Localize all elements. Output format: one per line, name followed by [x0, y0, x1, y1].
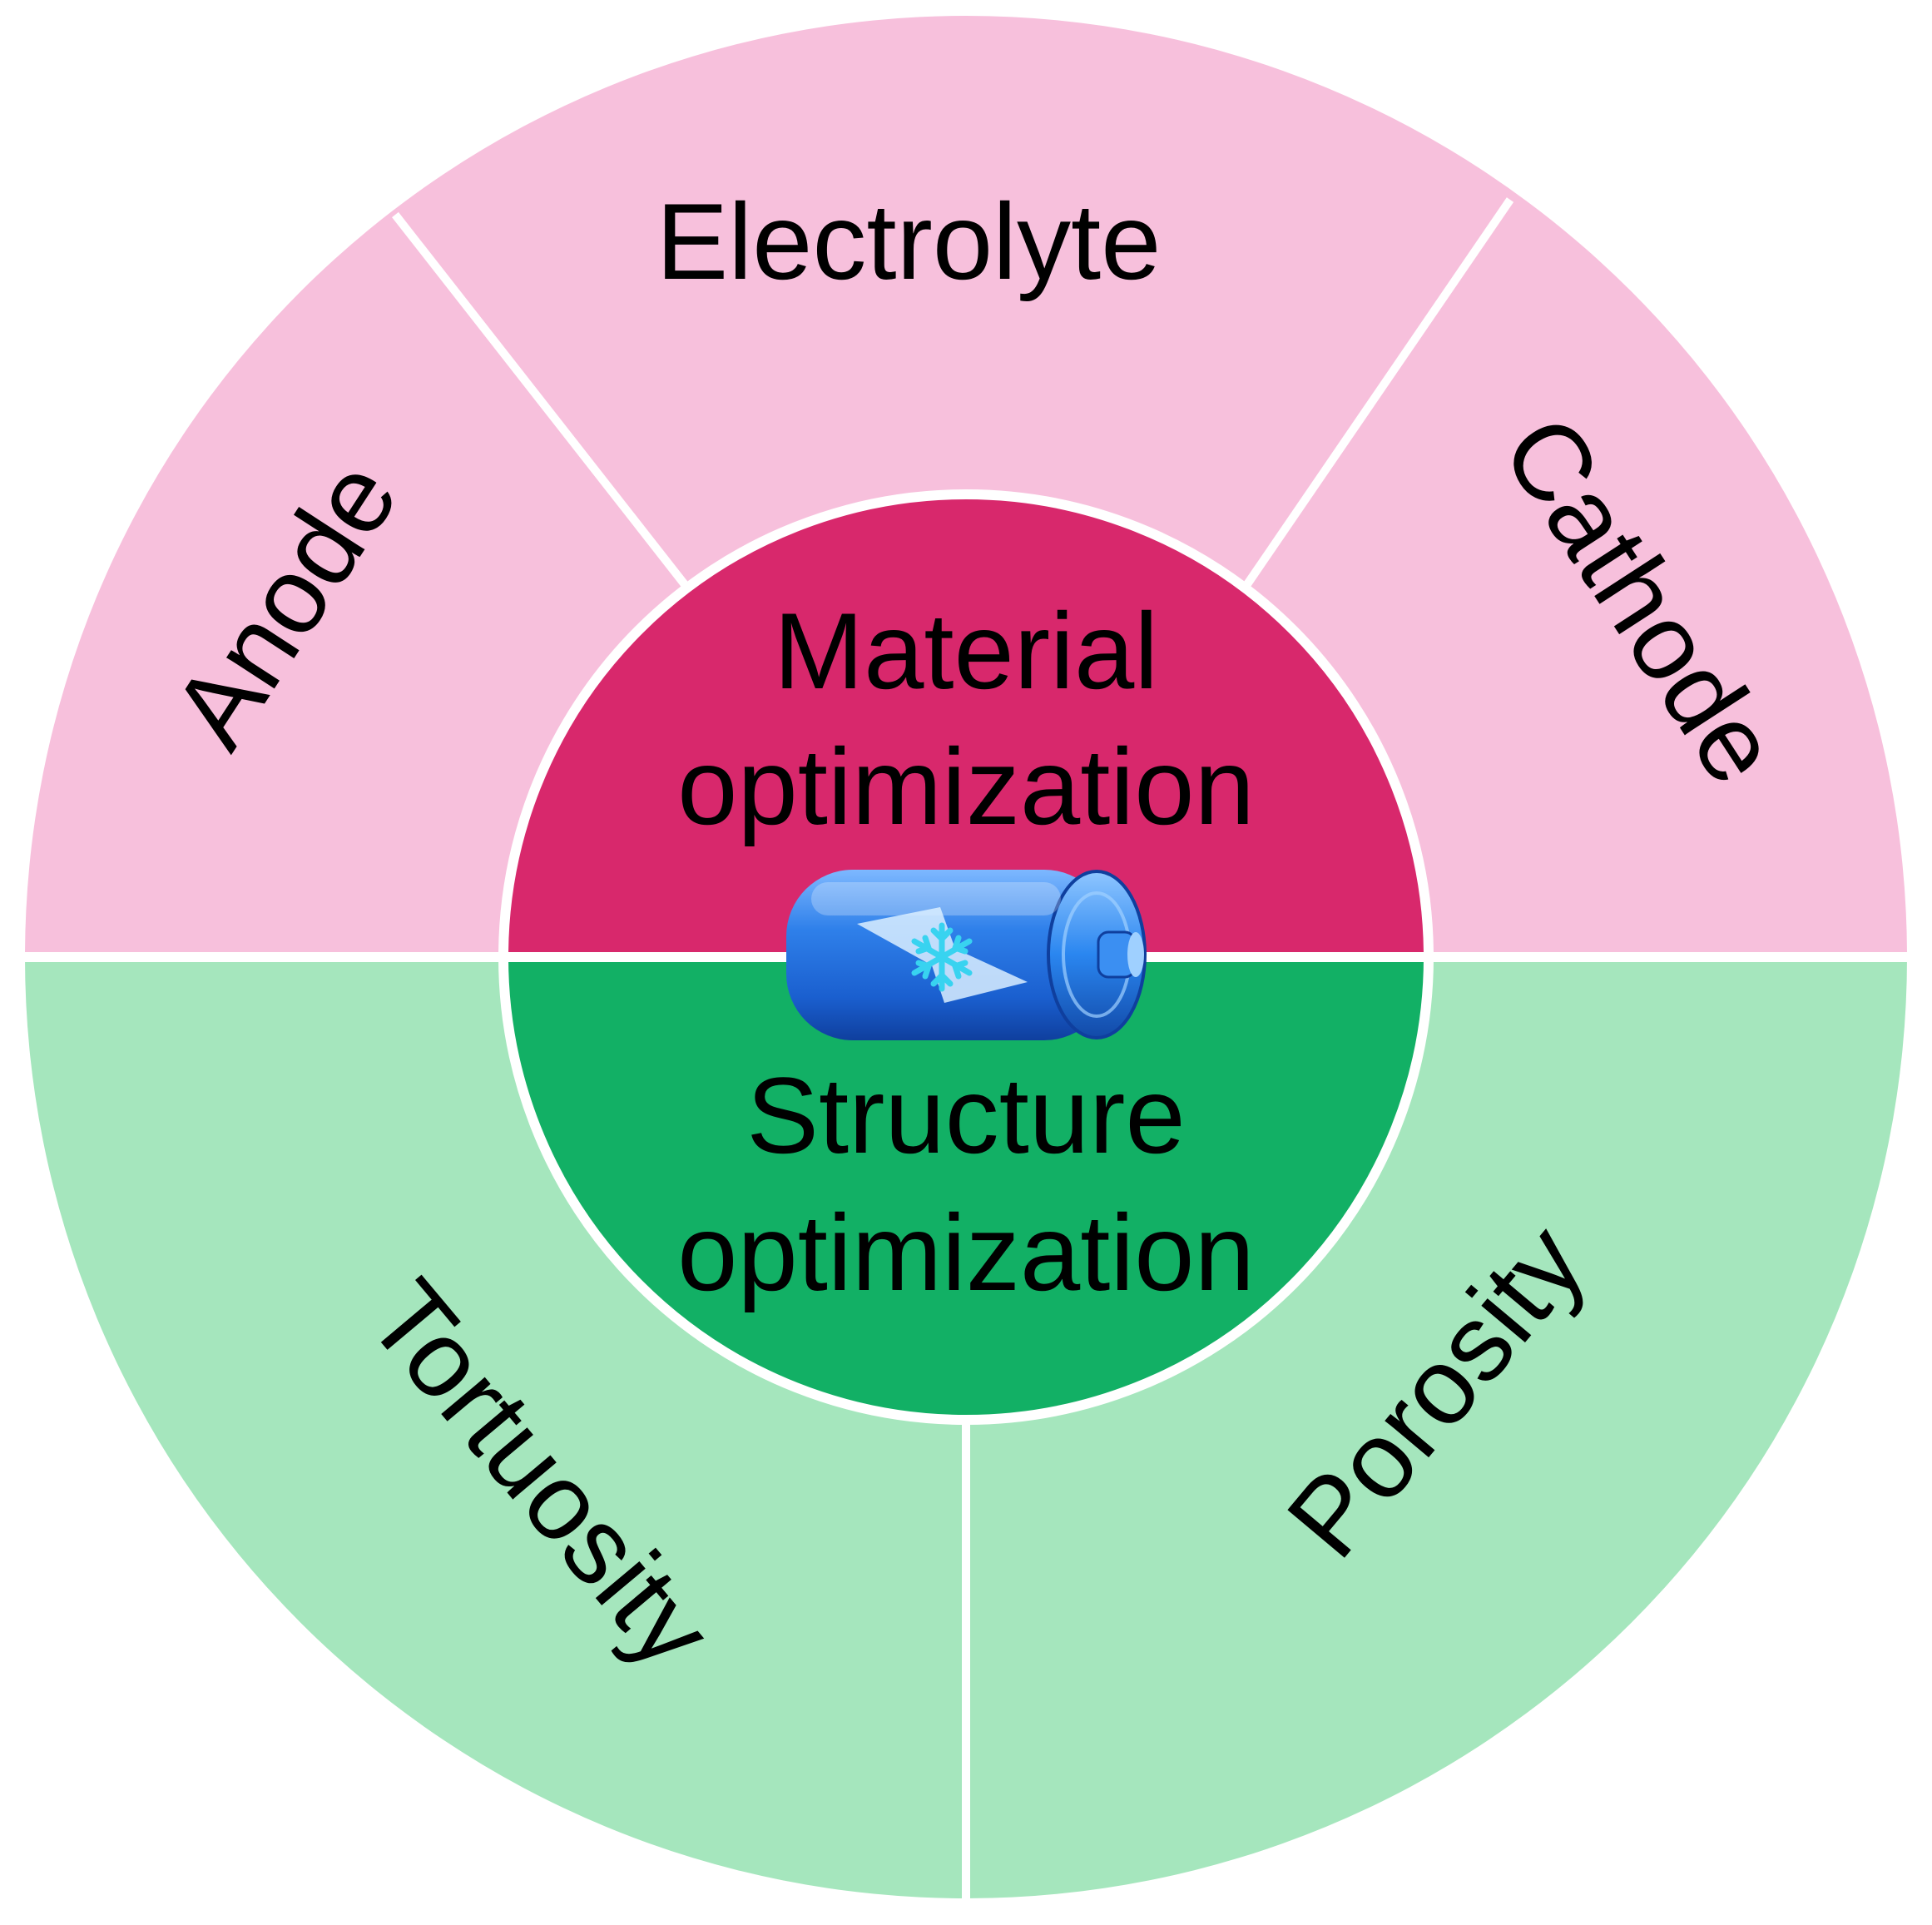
material-outer-ring	[25, 16, 1907, 957]
material-line1-label: Material	[774, 590, 1158, 712]
divider-anode-electrolyte	[392, 211, 690, 590]
material-inner-half	[503, 494, 1429, 957]
electrolyte-label: Electrolyte	[656, 181, 1162, 302]
structure-inner-half	[503, 957, 1429, 1420]
structure-line1-label: Structure	[746, 1054, 1185, 1176]
snowflake-icon	[911, 922, 973, 992]
structure-line2-label: optimization	[677, 1192, 1255, 1313]
divider-electrolyte-cathode	[1241, 197, 1514, 589]
battery-snowflake-icon	[786, 870, 1147, 1040]
material-line2-label: optimization	[677, 726, 1255, 847]
